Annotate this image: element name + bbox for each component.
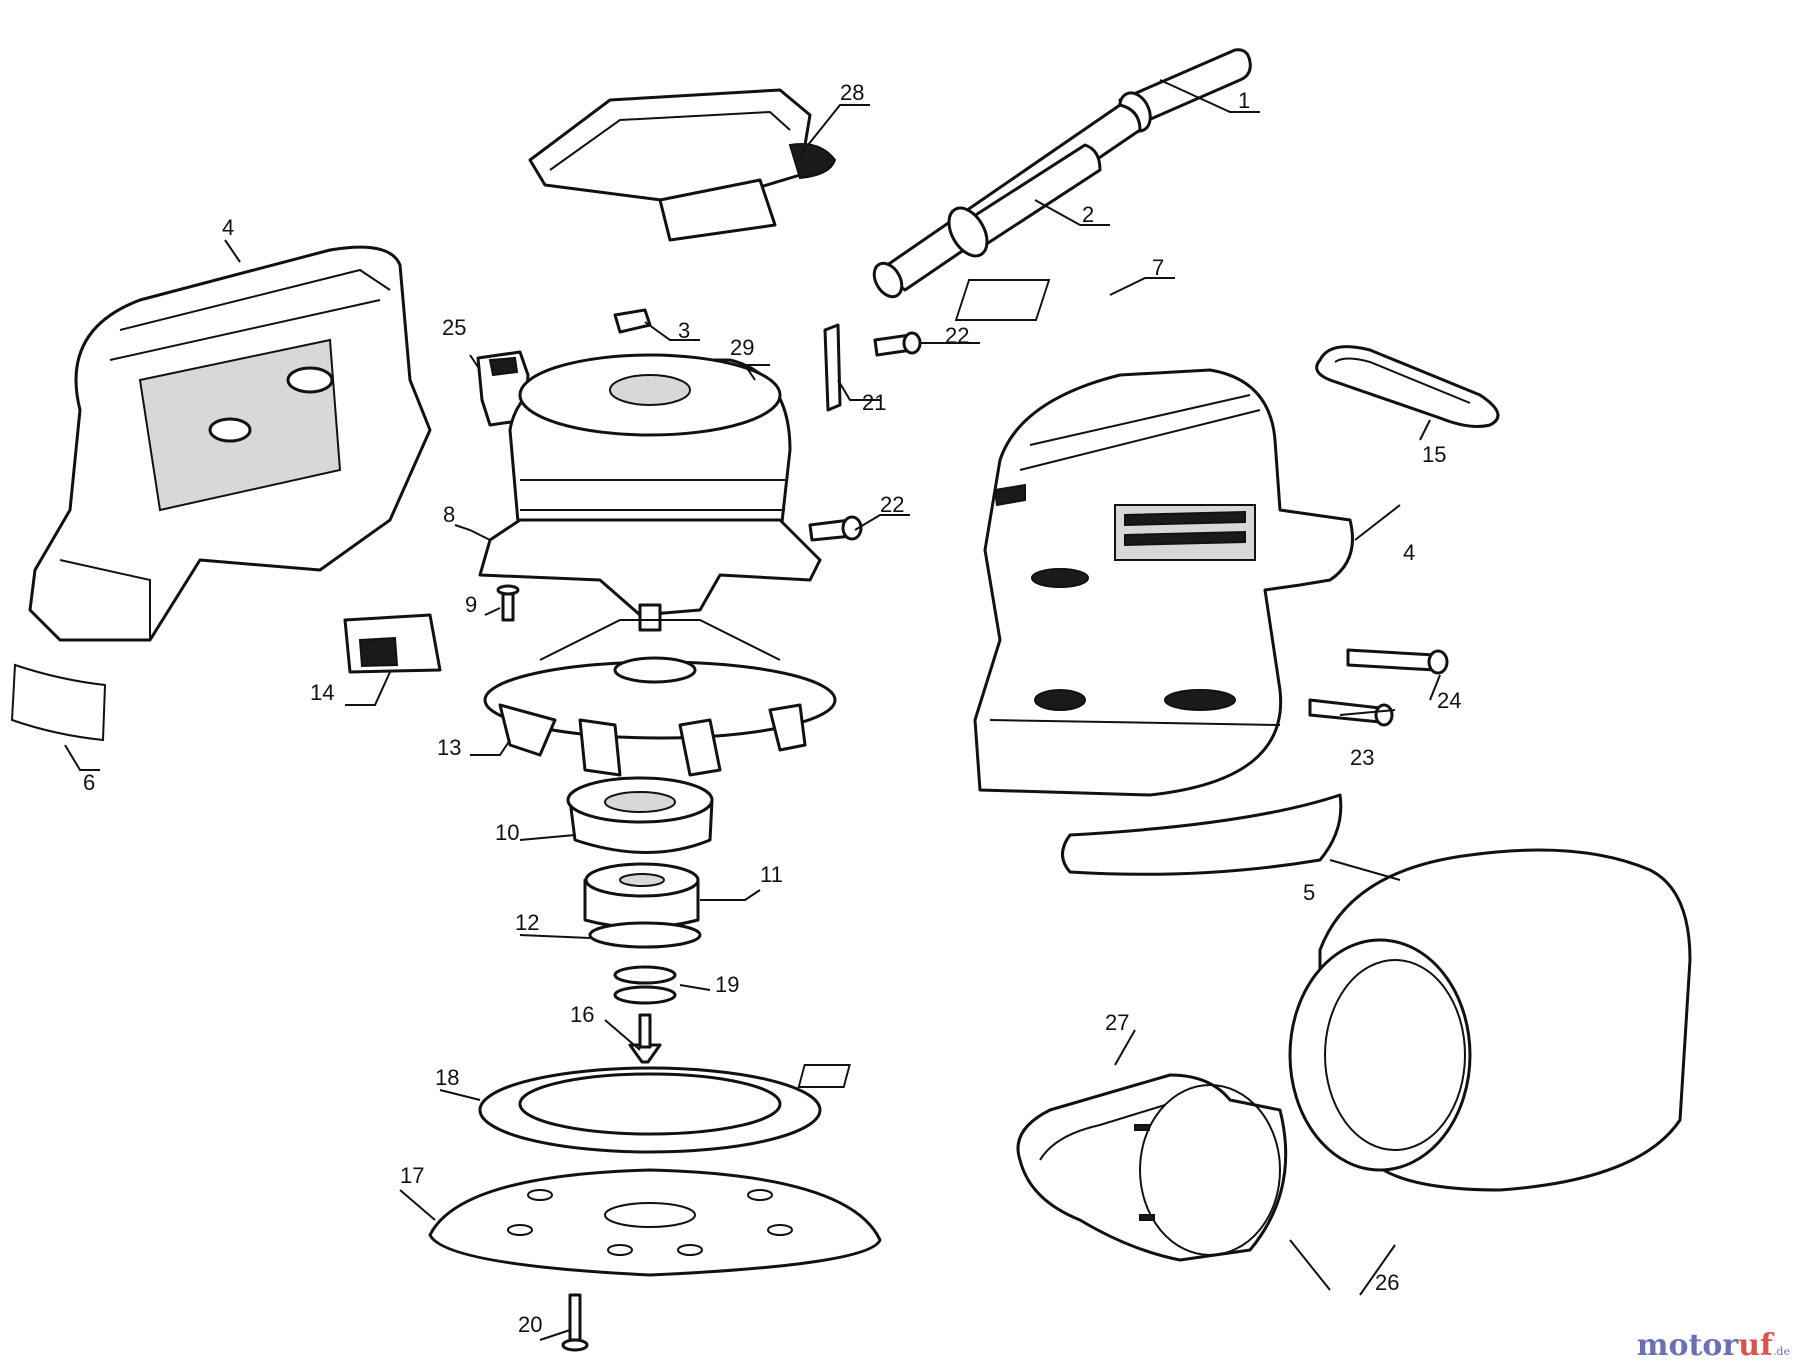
- label-5: 5: [1303, 880, 1315, 905]
- label-19: 19: [715, 972, 739, 997]
- label-10: 10: [495, 820, 519, 845]
- part-4-housing-left: [28, 245, 432, 642]
- part-6-label: [10, 663, 107, 742]
- label-6: 6: [83, 770, 95, 795]
- label-1: 1: [1238, 88, 1250, 113]
- label-4-left: 4: [222, 215, 234, 240]
- label-23: 23: [1350, 745, 1374, 770]
- label-21: 21: [862, 390, 886, 415]
- part-22-screw-upper: [873, 331, 922, 357]
- part-15-gasket: [1315, 345, 1500, 428]
- part-8-base-plate: [478, 518, 822, 632]
- part-numbers: 1 2 28 7 4 25 3 29 21 22 22 8 9 14 13 10…: [83, 80, 1461, 1337]
- part-14-switch: [343, 613, 442, 674]
- label-12: 12: [515, 910, 539, 935]
- label-9: 9: [465, 592, 477, 617]
- label-15: 15: [1422, 442, 1446, 467]
- part-26-dust-canister: [1016, 848, 1692, 1262]
- part-3-clip: [613, 308, 652, 334]
- part-21-plate: [823, 323, 842, 412]
- part-11-bearing: [583, 862, 700, 929]
- label-4-right: 4: [1403, 540, 1415, 565]
- label-8: 8: [443, 502, 455, 527]
- label-24: 24: [1437, 688, 1461, 713]
- label-20: 20: [518, 1312, 542, 1337]
- label-26: 26: [1375, 1270, 1399, 1295]
- label-7: 7: [1152, 255, 1164, 280]
- label-11: 11: [760, 862, 783, 887]
- label-27: 27: [1105, 1010, 1129, 1035]
- part-16-screw: [628, 1013, 662, 1064]
- part-18-ring: [478, 1066, 822, 1154]
- part-4-housing-right: [973, 368, 1354, 797]
- label-14: 14: [310, 680, 334, 705]
- part-5-label: [1061, 793, 1343, 876]
- part-12-plate: [588, 921, 702, 949]
- label-22-lower: 22: [880, 492, 904, 517]
- part-17-sanding-pad: [428, 1168, 882, 1277]
- watermark-brand-b: uf: [1738, 1328, 1773, 1363]
- label-16: 16: [570, 1002, 594, 1027]
- label-17: 17: [400, 1163, 424, 1188]
- label-13: 13: [437, 735, 461, 760]
- part-7-label: [954, 279, 1051, 321]
- part-2-handle-sleeve: [872, 103, 1142, 299]
- part-29-motor: [508, 353, 792, 547]
- label-22-upper: 22: [945, 323, 969, 348]
- watermark-suffix: .de: [1772, 1345, 1790, 1358]
- watermark-brand-a: motor: [1636, 1328, 1739, 1363]
- part-24-screw: [1346, 648, 1449, 675]
- watermark-logo: motoruf.de: [1637, 1328, 1790, 1363]
- label-18: 18: [435, 1065, 459, 1090]
- part-20-screw: [561, 1293, 589, 1352]
- label-28: 28: [840, 80, 864, 105]
- label-3: 3: [678, 318, 690, 343]
- part-28-top-cover: [528, 88, 837, 242]
- part-19-washers: [613, 965, 677, 1005]
- part-9-screw: [496, 584, 520, 622]
- part-13-fan: [483, 619, 837, 777]
- label-2: 2: [1082, 202, 1094, 227]
- part-22-screw-lower: [808, 515, 863, 542]
- leader-lines: [64, 79, 1441, 1341]
- label-25: 25: [442, 315, 466, 340]
- part-23-screw: [1308, 698, 1394, 727]
- part-27-label: [797, 1064, 851, 1088]
- label-29: 29: [730, 335, 754, 360]
- part-10-bearing-housing: [566, 776, 714, 854]
